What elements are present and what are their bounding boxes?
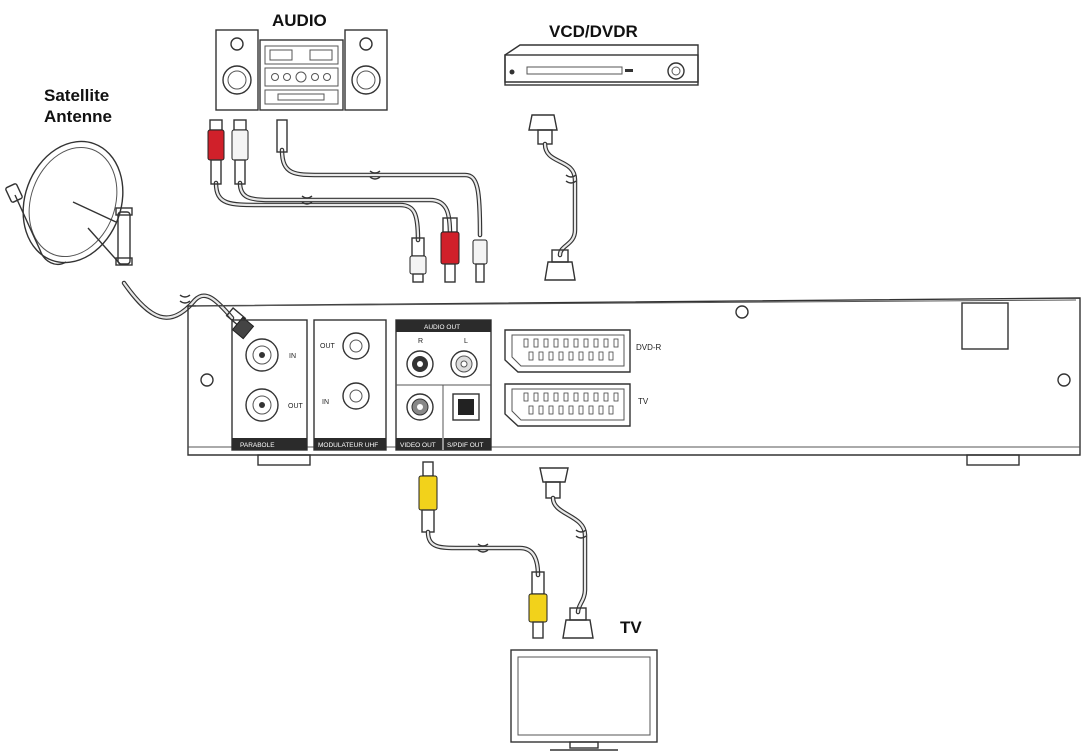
modulateur-in-connector[interactable] — [342, 382, 370, 410]
scart-pin — [568, 351, 574, 361]
scart-pin — [553, 392, 559, 402]
audio-out-r-jack[interactable] — [406, 350, 434, 378]
scart-pin — [593, 392, 599, 402]
rca-plug-red-bottom — [440, 231, 460, 265]
scart-pin — [548, 405, 554, 415]
scart-pin — [588, 351, 594, 361]
tv-icon — [510, 649, 658, 751]
rca-plug-yellow-bottom — [528, 593, 548, 623]
satellite-coax-cable — [121, 280, 255, 340]
modulateur-in-label: IN — [322, 399, 329, 406]
modulateur-out-label: OUT — [320, 343, 336, 350]
scart-pin — [583, 338, 589, 348]
modulateur-caption: MODULATEUR UHF — [318, 442, 378, 449]
video-out-jack[interactable] — [406, 393, 434, 421]
audio-out-l-jack[interactable] — [450, 350, 478, 378]
scart-pin — [578, 351, 584, 361]
scart-pin — [598, 351, 604, 361]
parabole-out-label: OUT — [288, 403, 304, 410]
scart-pin — [588, 405, 594, 415]
scart-dvdr-connector[interactable] — [504, 329, 631, 373]
scart-pin — [533, 338, 539, 348]
audio-system-icon — [215, 29, 388, 111]
scart-pin — [563, 392, 569, 402]
audio-rca-cable-white — [276, 119, 488, 283]
scart-pin — [563, 338, 569, 348]
scart-pin — [543, 392, 549, 402]
scart-pin — [608, 405, 614, 415]
audio-out-r-label: R — [418, 338, 423, 345]
scart-pin — [608, 351, 614, 361]
spdif-out-jack[interactable] — [452, 393, 480, 421]
parabole-out-connector[interactable] — [245, 388, 279, 422]
scart-pin — [603, 338, 609, 348]
satellite-dish-icon — [5, 140, 133, 266]
vcd-dvdr-label: VCD/DVDR — [549, 22, 638, 41]
receiver-rear-panel: PARABOLE IN OUT MODULATEUR UHF OUT IN AU… — [187, 297, 1081, 466]
parabole-in-label: IN — [289, 353, 296, 360]
scart-pin — [533, 392, 539, 402]
rca-plug-yellow-top — [418, 475, 438, 511]
audio-out-l-label: L — [464, 338, 468, 345]
scart-pin — [523, 392, 529, 402]
scart-pin — [528, 351, 534, 361]
audio-rca-cable-red-white — [207, 119, 460, 283]
scart-pin — [578, 405, 584, 415]
parabole-in-connector[interactable] — [245, 338, 279, 372]
scart-pin — [613, 392, 619, 402]
scart-tv-connector[interactable] — [504, 383, 631, 427]
scart-pin — [558, 405, 564, 415]
scart-pin — [583, 392, 589, 402]
scart-pin — [573, 392, 579, 402]
scart-dvdr-label: DVD-R — [636, 343, 662, 352]
scart-pin — [593, 338, 599, 348]
scart-cable-dvdr — [528, 114, 578, 281]
scart-pin — [573, 338, 579, 348]
tv-label: TV — [620, 618, 642, 637]
scart-pin — [603, 392, 609, 402]
scart-cable-tv — [539, 467, 594, 639]
rca-plug-red-top — [207, 129, 225, 161]
scart-pin — [538, 351, 544, 361]
rca-plug-white-top — [231, 129, 249, 161]
satellite-label-line1: Satellite — [44, 86, 109, 105]
scart-pin — [613, 338, 619, 348]
scart-tv-label: TV — [638, 397, 649, 406]
audio-out-header: AUDIO OUT — [424, 324, 460, 331]
scart-pin — [548, 351, 554, 361]
video-out-caption: VIDEO OUT — [400, 442, 436, 449]
spdif-out-caption: S/PDIF OUT — [447, 442, 484, 449]
video-rca-cable-yellow — [418, 461, 548, 639]
vcd-dvdr-player-icon — [504, 44, 699, 86]
scart-pin — [538, 405, 544, 415]
scart-pin — [598, 405, 604, 415]
satellite-label-line2: Antenne — [44, 107, 112, 126]
scart-pin — [523, 338, 529, 348]
scart-pin — [543, 338, 549, 348]
scart-pin — [553, 338, 559, 348]
scart-pin — [568, 405, 574, 415]
audio-label: AUDIO — [272, 11, 327, 30]
scart-pin — [528, 405, 534, 415]
modulateur-out-connector[interactable] — [342, 332, 370, 360]
parabole-caption: PARABOLE — [240, 442, 275, 449]
scart-pin — [558, 351, 564, 361]
